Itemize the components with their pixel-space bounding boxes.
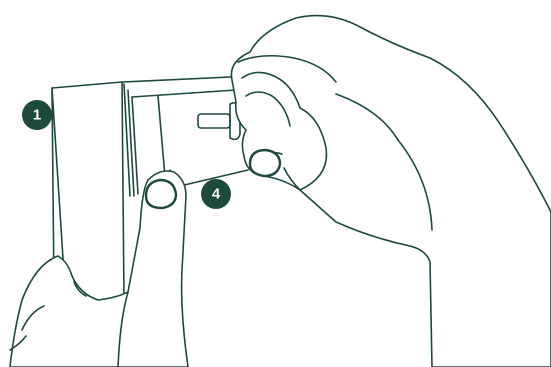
step-marker-1-label: 1 <box>33 107 41 124</box>
step-marker-4: 4 <box>201 179 231 209</box>
left-hand <box>10 171 188 367</box>
step-marker-1: 1 <box>22 100 52 130</box>
right-hand <box>231 16 551 367</box>
step-marker-4-label: 4 <box>212 186 221 203</box>
device-housing <box>124 84 248 196</box>
rotary-knob <box>198 103 240 140</box>
